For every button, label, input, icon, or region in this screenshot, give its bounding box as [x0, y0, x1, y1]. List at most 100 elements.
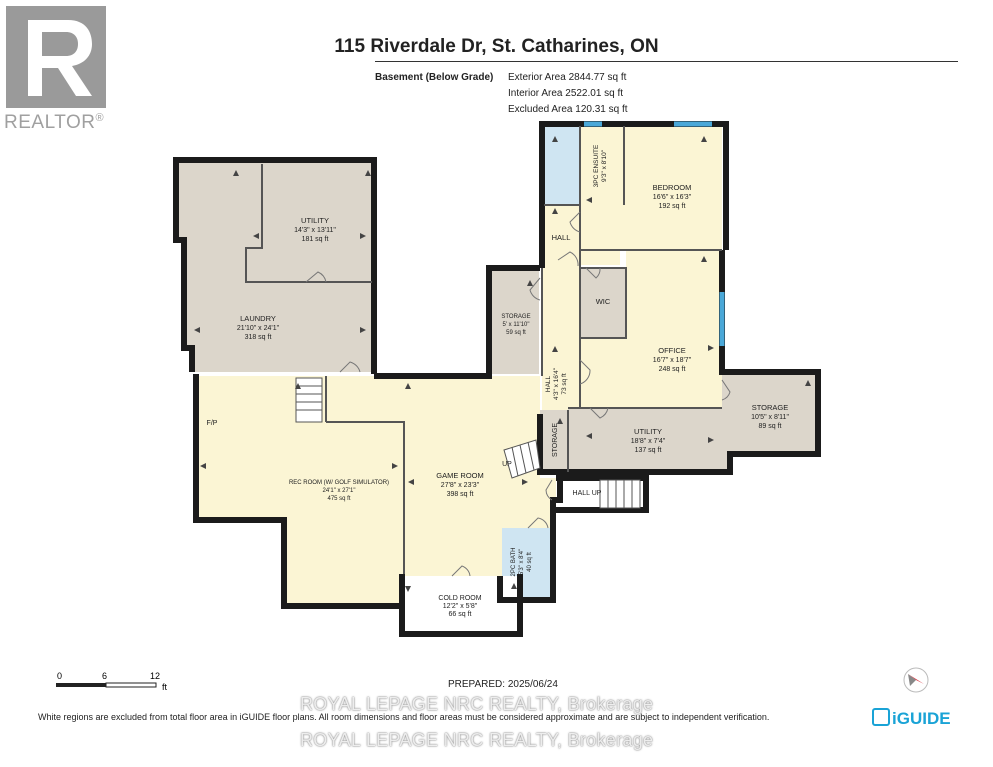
door-utility-bottom: [589, 407, 609, 419]
iguide-logo: iGUIDE: [872, 708, 951, 729]
utility-bottom-floor: [568, 408, 728, 470]
label-cold-area: 66 sq ft: [449, 611, 472, 618]
compass: N: [890, 664, 944, 703]
interior-area: Interior Area 2522.01 sq ft: [508, 88, 624, 99]
label-laundry-area: 318 sq ft: [245, 334, 272, 341]
scale-unit: ft: [162, 682, 168, 692]
wall-west-south: [193, 374, 402, 609]
storage-small-floor: [489, 270, 539, 374]
exterior-area: Exterior Area 2844.77 sq ft: [508, 72, 627, 83]
hall-floor: [542, 205, 580, 415]
label-game-dims: 27'8" x 23'3": [441, 482, 480, 489]
label-storage-right-area: 89 sq ft: [759, 423, 782, 430]
label-bedroom-dims: 16'6" x 16'3": [653, 194, 692, 201]
label-hall-mid-area: 73 sq ft: [561, 373, 568, 395]
wall-laundry: [173, 157, 377, 374]
door-utility: [305, 271, 327, 283]
label-utility-bottom-name: UTILITY: [634, 427, 662, 436]
label-wic: WIC: [596, 297, 611, 306]
door-game-stair: [545, 479, 553, 501]
scale-tick-12: 12: [150, 671, 160, 681]
iguide-icon: [872, 708, 890, 726]
label-rec-name: REC ROOM (W/ GOLF SIMULATOR): [289, 480, 389, 486]
door-hall-top: [557, 251, 579, 267]
label-bath-name: 2PC BATH: [511, 548, 517, 577]
wall-bath: [497, 478, 563, 603]
wall-north-east: [539, 121, 729, 268]
storage-mid-floor: [540, 410, 568, 470]
disclaimer: White regions are excluded from total fl…: [38, 712, 770, 722]
registered-mark: ®: [95, 112, 105, 124]
compass-icon: N: [890, 667, 929, 693]
excluded-area: Excluded Area 120.31 sq ft: [508, 104, 628, 115]
office-floor: [580, 250, 722, 408]
scale-bar-graphic: 0 6 12 ft: [56, 671, 168, 692]
bedroom-lower-floor: [580, 205, 620, 265]
label-bath-dims: 5'3" x 8'4": [519, 549, 525, 575]
door-office: [579, 359, 591, 385]
label-storage-right-dims: 10'5" x 8'11": [751, 414, 789, 421]
label-utility-top-name: UTILITY: [301, 216, 329, 225]
level-name: Basement (Below Grade): [375, 72, 494, 83]
wall-markers: [194, 136, 811, 592]
label-hall-mid-name: HALL: [545, 375, 552, 392]
scale-tick-0: 0: [57, 671, 62, 681]
interior-walls: [245, 126, 722, 574]
label-utility-bottom-area: 137 sq ft: [635, 447, 662, 454]
door-bath: [527, 517, 549, 529]
floor-fills: [178, 125, 818, 634]
room-labels: UTILITY 14'3" x 13'11" 181 sq ft LAUNDRY…: [207, 144, 790, 618]
walls: [173, 121, 821, 637]
label-hall-mid-dims: 4'3" x 16'4": [553, 367, 560, 400]
realtor-r-icon: [6, 6, 106, 108]
label-storage-right-name: STORAGE: [752, 403, 789, 412]
label-utility-top-area: 181 sq ft: [302, 236, 329, 243]
realtor-wordmark: REALTOR®: [4, 112, 104, 134]
label-fp: F/P: [207, 420, 218, 427]
title-divider: [375, 61, 958, 62]
label-ensuite-dims: 9'3" x 8'10": [601, 149, 608, 182]
prepared-date: PREPARED: 2025/06/24: [448, 679, 558, 690]
rec-game-floor: [198, 376, 556, 604]
label-ensuite-name: 3PC ENSUITE: [593, 144, 600, 187]
door-laundry: [339, 361, 361, 373]
label-laundry-name: LAUNDRY: [240, 314, 276, 323]
door-bedroom: [569, 211, 581, 233]
label-laundry-dims: 21'10" x 24'1": [237, 325, 280, 332]
iguide-word: iGUIDE: [892, 709, 951, 728]
label-rec-area: 475 sq ft: [327, 496, 350, 502]
watermark-1: ROYAL LEPAGE NRC REALTY, Brokerage: [300, 694, 654, 714]
scale-tick-6: 6: [102, 671, 107, 681]
label-bedroom-name: BEDROOM: [653, 183, 692, 192]
label-bedroom-area: 192 sq ft: [659, 203, 686, 210]
wic-floor: [580, 268, 626, 338]
realtor-logo: [6, 6, 106, 108]
doors: [305, 211, 731, 577]
label-office-dims: 16'7" x 18'7": [653, 357, 692, 364]
wall-game-divider: [326, 421, 405, 574]
door-storage-right: [721, 379, 731, 401]
label-storage-mid: STORAGE: [552, 423, 559, 457]
label-cold-dims: 12'2" x 5'8": [443, 603, 478, 610]
label-office-name: OFFICE: [658, 346, 686, 355]
laundry-floor: [178, 162, 374, 372]
label-game-area: 398 sq ft: [447, 491, 474, 498]
scale-bar: 0 6 12 ft: [54, 670, 194, 699]
page-title: 115 Riverdale Dr, St. Catharines, ON: [334, 36, 659, 57]
realtor-word: REALTOR: [4, 112, 96, 133]
label-hall-up: HALL UP: [573, 490, 602, 497]
storage-right-floor: [722, 370, 818, 452]
label-bath-area: 40 sq ft: [527, 552, 533, 572]
stairs-rec: [295, 377, 323, 423]
label-utility-top-dims: 14'3" x 13'11": [294, 227, 336, 234]
label-office-area: 248 sq ft: [659, 366, 686, 373]
label-up-left: UP: [502, 461, 512, 468]
label-storage-small-name: STORAGE: [501, 314, 530, 320]
label-storage-small-dims: 5' x 11'10": [503, 322, 530, 328]
door-wic: [585, 267, 601, 279]
label-utility-bottom-dims: 18'8" x 7'4": [631, 438, 666, 445]
door-cold-room: [451, 565, 471, 577]
label-rec-dims: 24'1" x 27'1": [323, 488, 356, 494]
stairs-game: [503, 439, 541, 479]
